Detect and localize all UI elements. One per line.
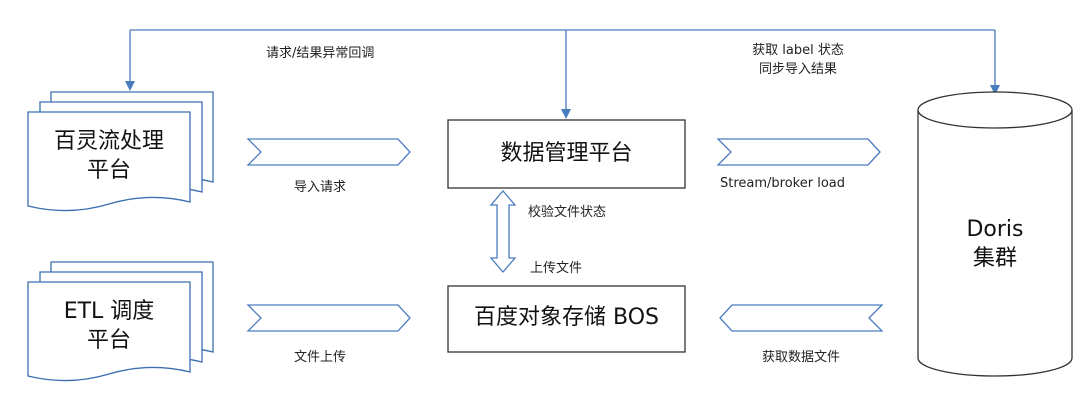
- etl-platform-line2: 平台: [86, 327, 131, 353]
- bos-box: [447, 285, 686, 353]
- etl-platform-document-stack: [27, 261, 214, 382]
- label-status-line2: 同步导入结果: [758, 61, 837, 77]
- verify-status-label: 校验文件状态: [528, 205, 607, 220]
- etl-platform-line1: ETL 调度: [63, 299, 155, 324]
- chevron-fetch-data: [719, 304, 884, 332]
- fetch-data-label: 获取数据文件: [762, 350, 841, 365]
- stream-platform-line1: 百灵流处理: [53, 129, 164, 154]
- upload-file-mid-label: 上传文件: [530, 261, 583, 276]
- label-status-label: 获取 label 状态 同步导入结果: [728, 42, 868, 80]
- stream-broker-label: Stream/broker load: [720, 176, 846, 191]
- double-arrow-vertical: [489, 190, 517, 273]
- data-mgmt-label: 数据管理平台: [500, 141, 633, 166]
- data-mgmt-box: [447, 119, 686, 189]
- etl-platform-label: ETL 调度 平台: [28, 298, 190, 355]
- chevron-upload-file: [246, 304, 411, 332]
- doris-line2: 集群: [972, 245, 1017, 271]
- callback-label: 请求/结果异常回调: [266, 46, 375, 61]
- label-status-line1: 获取 label 状态: [752, 43, 844, 58]
- stream-platform-line2: 平台: [86, 157, 131, 183]
- doris-line1: Doris: [966, 217, 1024, 242]
- import-request-label: 导入请求: [294, 180, 347, 195]
- stream-platform-document-stack: [27, 91, 214, 212]
- upload-file-left-label: 文件上传: [294, 350, 347, 365]
- chevron-stream-broker: [716, 138, 881, 166]
- bos-label: 百度对象存储 BOS: [474, 305, 659, 330]
- doris-label: Doris 集群: [918, 216, 1072, 273]
- doris-cylinder: [917, 91, 1073, 377]
- stream-platform-label: 百灵流处理 平台: [28, 128, 190, 185]
- top-connector-lines: [125, 29, 1000, 119]
- chevron-import-request: [246, 138, 411, 166]
